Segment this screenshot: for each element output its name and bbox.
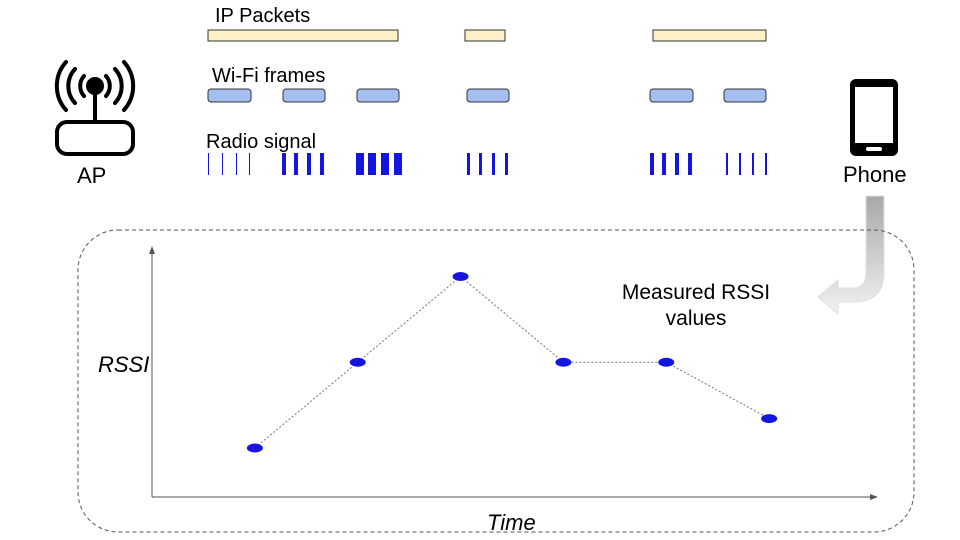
wifi-router-icon xyxy=(54,60,136,156)
phone-label: Phone xyxy=(843,162,907,187)
wifi-frame-4 xyxy=(466,88,510,103)
chart-line-series xyxy=(254,276,770,449)
chart-connector-1 xyxy=(254,361,359,449)
radio-signal-group-2 xyxy=(282,153,324,175)
chart-axes xyxy=(149,246,878,500)
rssi-point-1 xyxy=(246,443,263,453)
chart-connector-5 xyxy=(666,361,770,420)
wifi-frame-3 xyxy=(356,88,400,103)
radio-signal-group-5 xyxy=(650,153,692,175)
smartphone-icon xyxy=(850,79,898,156)
radio-signal-group-1 xyxy=(208,153,250,175)
wifi-frame-1 xyxy=(207,88,252,103)
curved-arrow-icon xyxy=(817,195,885,316)
measured-rssi-line2: values xyxy=(665,307,727,330)
radio-signal-group-3 xyxy=(356,153,402,175)
x-axis-label: Time xyxy=(487,510,536,535)
chart-connector-2 xyxy=(357,276,461,363)
measured-rssi-label: Measured RSSI values xyxy=(596,280,796,332)
wifi-frames-label: Wi-Fi frames xyxy=(212,65,326,87)
rssi-point-5 xyxy=(658,357,675,367)
ip-packet-1 xyxy=(207,29,399,42)
ip-packet-2 xyxy=(464,29,506,42)
chart-point-series xyxy=(246,272,778,453)
rssi-point-2 xyxy=(349,357,366,367)
chart-connector-3 xyxy=(460,276,564,363)
wifi-frame-6 xyxy=(723,88,767,103)
ip-packet-3 xyxy=(652,29,767,42)
rssi-point-6 xyxy=(761,414,778,424)
measured-rssi-line1: Measured RSSI xyxy=(621,281,771,304)
ip-packets-label: IP Packets xyxy=(215,5,311,27)
rssi-point-3 xyxy=(452,272,469,281)
wifi-frame-5 xyxy=(649,88,694,103)
wifi-frame-2 xyxy=(282,88,326,103)
rssi-point-4 xyxy=(555,357,572,367)
rssi-chart-container xyxy=(77,229,915,533)
radio-signal-group-6 xyxy=(726,153,767,175)
radio-signal-group-4 xyxy=(467,153,508,175)
ap-label: AP xyxy=(77,163,107,188)
radio-signal-label: Radio signal xyxy=(206,131,317,153)
y-axis-label: RSSI xyxy=(98,352,150,377)
